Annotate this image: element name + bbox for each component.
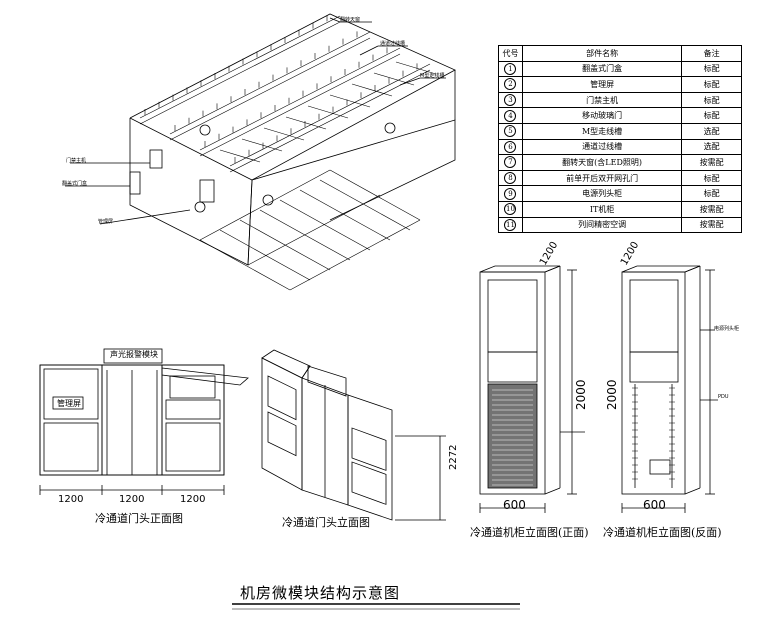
legend-code-circle: 8	[504, 172, 517, 185]
legend-header-note: 备注	[681, 45, 742, 62]
alarm-module-sign: 声光报警模块	[110, 350, 158, 359]
legend-code: 6	[498, 138, 523, 156]
legend-row: 2 管理屏标配	[498, 76, 742, 93]
management-screen-label: 管理屏	[57, 399, 81, 408]
legend-header-code: 代号	[498, 45, 523, 62]
callout-aisle-trough: 通道过线槽	[380, 41, 406, 47]
legend-part-name: IT机柜	[521, 200, 683, 218]
legend-part-name: 翻盖式门盒	[521, 60, 683, 78]
legend-part-name: M型走线槽	[521, 122, 683, 140]
drawing-title: 机房微模块结构示意图	[240, 584, 401, 602]
legend-code-circle: 5	[504, 125, 517, 138]
legend-part-note: 标配	[681, 91, 742, 109]
legend-code: 5	[498, 122, 523, 140]
legend-header-name: 部件名称	[521, 45, 683, 62]
legend-part-note: 标配	[681, 185, 742, 202]
legend-part-note: 标配	[681, 60, 742, 78]
legend-part-name: 通道过线槽	[521, 138, 683, 156]
legend-row: 7 翻转天窗(含LED照明)按需配	[498, 154, 742, 171]
cab-front-caption: 冷通道机柜立面图(正面)	[470, 526, 589, 539]
legend-row: 9 电源列头柜标配	[498, 185, 742, 202]
cab-front-width: 600	[503, 498, 526, 512]
legend-code: 7	[498, 154, 523, 171]
legend-code: 10	[498, 200, 523, 218]
legend-code-circle: 11	[504, 218, 517, 231]
legend-part-name: 前单开后双开网孔门	[521, 169, 683, 187]
front-view-caption: 冷通道门头正面图	[95, 512, 183, 525]
legend-part-note: 按需配	[681, 154, 742, 171]
legend-row: 10 IT机柜按需配	[498, 200, 742, 218]
callout-pdu: PDU	[718, 394, 729, 400]
legend-part-name: 翻转天窗(含LED照明)	[521, 154, 683, 171]
legend-code-circle: 1	[504, 62, 517, 75]
legend-code: 4	[498, 107, 523, 124]
legend-part-note: 选配	[681, 122, 742, 140]
cab-back-width: 600	[643, 498, 666, 512]
callout-pdu-cabinet: 电源列头柜	[714, 326, 740, 332]
legend-part-note: 标配	[681, 107, 742, 124]
iso-door-height: 2272	[448, 444, 459, 470]
legend-code-circle: 3	[504, 94, 517, 107]
cab-back-caption: 冷通道机柜立面图(反面)	[603, 526, 722, 539]
front-dim-2: 1200	[119, 494, 145, 505]
legend-row: 1 翻盖式门盒标配	[498, 60, 742, 78]
legend-code-circle: 9	[504, 187, 517, 200]
legend-part-note: 标配	[681, 169, 742, 187]
legend-header-row: 代号 部件名称 备注	[498, 45, 742, 62]
callout-screen: 管理屏	[98, 219, 114, 225]
callout-skylight: 翻转天窗	[340, 17, 361, 23]
legend-part-note: 按需配	[681, 216, 742, 234]
legend-part-note: 标配	[681, 76, 742, 93]
legend-part-name: 列间精密空调	[521, 216, 683, 234]
legend-part-name: 移动玻璃门	[521, 107, 683, 124]
cab-back-height: 2000	[605, 379, 619, 410]
callout-m-trough: M型走线槽	[420, 73, 445, 79]
iso-door-caption: 冷通道门头立面图	[282, 516, 370, 529]
legend-code: 11	[498, 216, 523, 234]
legend-row: 8 前单开后双开网孔门标配	[498, 169, 742, 187]
legend-row: 3 门禁主机标配	[498, 91, 742, 109]
legend-row: 11 列间精密空调按需配	[498, 216, 742, 234]
legend-row: 5 M型走线槽选配	[498, 122, 742, 140]
cab-front-height: 2000	[574, 379, 588, 410]
legend-code-circle: 10	[504, 203, 517, 216]
front-dim-1: 1200	[58, 494, 84, 505]
callout-door-box: 翻盖式门盒	[62, 181, 88, 187]
legend-code: 2	[498, 76, 523, 93]
legend-code-circle: 6	[504, 140, 517, 153]
legend-part-name: 门禁主机	[521, 91, 683, 109]
legend-code: 8	[498, 169, 523, 187]
legend-row: 6 通道过线槽选配	[498, 138, 742, 156]
legend-code: 1	[498, 60, 523, 78]
legend-row: 4 移动玻璃门标配	[498, 107, 742, 124]
callout-access-host: 门禁主机	[66, 158, 87, 164]
legend-part-note: 按需配	[681, 200, 742, 218]
legend-part-note: 选配	[681, 138, 742, 156]
legend-part-name: 管理屏	[521, 76, 683, 93]
front-dim-3: 1200	[180, 494, 206, 505]
legend-code-circle: 2	[504, 78, 517, 91]
legend-code: 3	[498, 91, 523, 109]
legend-code-circle: 4	[504, 109, 517, 122]
legend-part-name: 电源列头柜	[521, 185, 683, 202]
legend-code-circle: 7	[504, 156, 517, 169]
legend-code: 9	[498, 185, 523, 202]
